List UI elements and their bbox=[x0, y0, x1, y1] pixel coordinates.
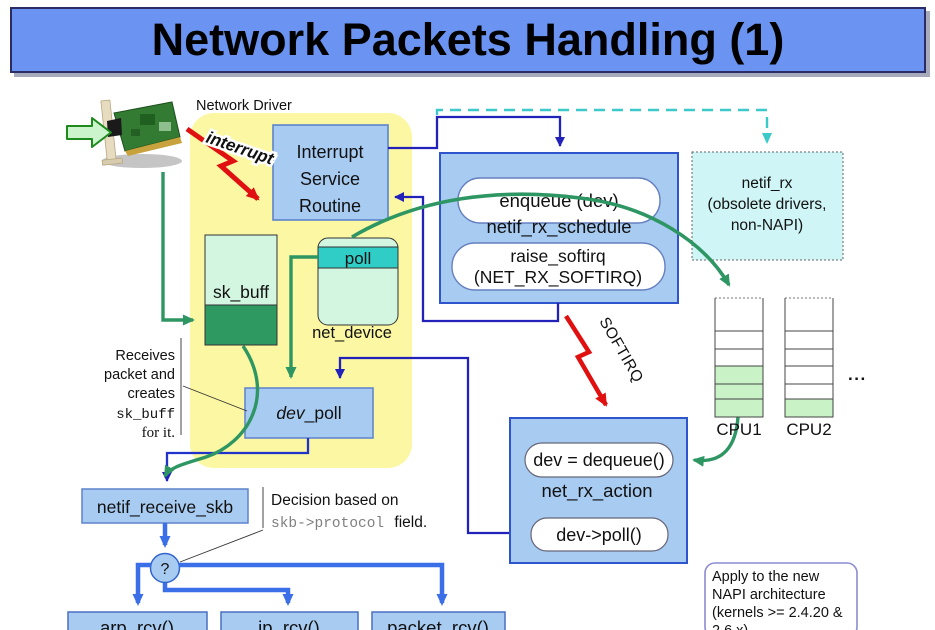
question-mark-label: ? bbox=[161, 561, 170, 578]
packet-rcv-label: packet_rcv() bbox=[387, 617, 489, 630]
arrow-to-arp-rcv bbox=[132, 562, 151, 606]
arrow-nic-to-skbuff bbox=[161, 172, 195, 326]
arrow-schedule-return-to-isr bbox=[394, 192, 560, 323]
poll-label: poll bbox=[345, 249, 371, 268]
decision-callout-line bbox=[179, 529, 264, 563]
netif-rx-line1: netif_rx bbox=[742, 175, 793, 192]
more-cpus-ellipsis: ... bbox=[848, 365, 867, 384]
dashed-arrow-to-netif-rx bbox=[435, 108, 772, 144]
napi-note-box bbox=[704, 562, 858, 630]
packet-in-arrow-icon bbox=[66, 117, 112, 148]
sk-buff-data-block bbox=[204, 304, 278, 346]
arc-cpu1-to-dequeue bbox=[692, 416, 740, 467]
netif-rx-box bbox=[691, 151, 844, 261]
netif-rx-schedule-label: netif_rx_schedule bbox=[486, 216, 631, 238]
arc-enqueue-to-cpu1 bbox=[351, 192, 731, 287]
dev-poll-label-rest: _poll bbox=[304, 403, 342, 424]
title-bar: Network Packets Handling (1) bbox=[10, 7, 926, 73]
arc-skbuff-to-netif-receive bbox=[163, 345, 260, 478]
nic-image bbox=[96, 98, 188, 172]
packet-rcv-box bbox=[371, 611, 506, 630]
net-device-label: net_device bbox=[312, 324, 392, 342]
netif-receive-skb-box bbox=[81, 488, 249, 524]
receives-note-line1: Receives bbox=[115, 348, 175, 364]
decision-line2: skb->protocol field. bbox=[271, 514, 427, 532]
arrow-isr-to-schedule bbox=[388, 115, 565, 150]
net-rx-action-label: net_rx_action bbox=[541, 480, 652, 502]
softirq-label: SOFTIRQ bbox=[596, 315, 647, 386]
receives-note: Receives packet and creates sk_buff for … bbox=[104, 338, 248, 441]
dequeue-pill bbox=[524, 442, 674, 478]
napi-note-line1: Apply to the new bbox=[712, 569, 820, 585]
isr-box bbox=[272, 124, 389, 221]
dev-poll-call-pill bbox=[530, 517, 669, 552]
cpu2-label: CPU2 bbox=[786, 420, 831, 439]
ip-rcv-box bbox=[220, 611, 359, 630]
netif-receive-skb-label: netif_receive_skb bbox=[97, 497, 233, 518]
isr-line2: Service bbox=[300, 169, 360, 189]
dequeue-label: dev = dequeue() bbox=[533, 450, 665, 470]
dev-poll-call-label: dev->poll() bbox=[556, 525, 642, 545]
dev-poll-label: dev_poll bbox=[276, 403, 341, 424]
netif-rx-line3: non-NAPI) bbox=[731, 217, 803, 234]
interrupt-lightning-icon bbox=[185, 126, 260, 201]
raise-softirq-line1: raise_softirq bbox=[510, 246, 605, 267]
cpu1-queue bbox=[714, 297, 764, 418]
dev-poll-label-italic: dev bbox=[276, 403, 305, 423]
decision-suffix: field. bbox=[390, 514, 427, 531]
raise-softirq-pill bbox=[451, 242, 666, 291]
receives-note-line5: for it. bbox=[142, 425, 175, 441]
cpu1-label: CPU1 bbox=[716, 420, 761, 439]
arrow-to-ip-rcv bbox=[162, 583, 294, 606]
raise-softirq-line2: (NET_RX_SOFTIRQ) bbox=[474, 267, 642, 288]
napi-note-line2: NAPI architecture bbox=[712, 587, 826, 603]
receives-note-code: sk_buff bbox=[116, 407, 175, 423]
network-driver-label: Network Driver bbox=[196, 98, 292, 114]
note-callout-line bbox=[182, 385, 248, 412]
protocol-decision-circle bbox=[149, 552, 181, 584]
netif-rx-line2: (obsolete drivers, bbox=[708, 196, 827, 213]
receives-note-line2: packet and bbox=[104, 367, 175, 383]
decision-line1: Decision based on bbox=[271, 492, 399, 509]
arrow-devpoll-call bbox=[335, 356, 510, 535]
diagram-canvas: Network Driver Interrupt Service Routine… bbox=[66, 98, 867, 630]
napi-note-line4: 2.6.x) bbox=[712, 623, 748, 630]
decision-code: skb->protocol bbox=[271, 516, 384, 532]
cpu2-queue bbox=[784, 297, 834, 418]
sk-buff-label: sk_buff bbox=[213, 282, 269, 303]
receives-note-line3: creates bbox=[127, 386, 175, 402]
arp-rcv-box bbox=[67, 611, 208, 630]
isr-line1: Interrupt bbox=[296, 142, 363, 162]
page-title: Network Packets Handling (1) bbox=[151, 14, 785, 65]
isr-line3: Routine bbox=[299, 196, 361, 216]
arp-rcv-label: arp_rcv() bbox=[100, 617, 174, 630]
napi-note-line3: (kernels >= 2.4.20 & bbox=[712, 605, 843, 621]
arrow-poll-to-devpoll bbox=[285, 255, 318, 379]
arrow-to-packet-rcv bbox=[179, 562, 448, 606]
ip-rcv-label: ip_rcv() bbox=[258, 617, 320, 630]
decision-note: Decision based on skb->protocol field. bbox=[179, 487, 427, 563]
softirq-lightning-icon bbox=[564, 314, 608, 407]
